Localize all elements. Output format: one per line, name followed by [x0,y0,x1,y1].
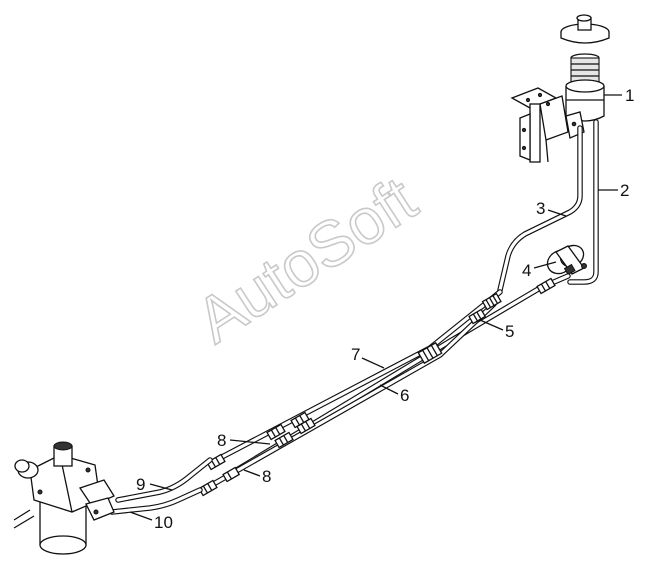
mounting-bracket [510,87,569,163]
callout-8-lower: 8 [262,467,271,486]
couplings-8 [198,277,556,497]
watermark-text: AutoSoft [183,163,428,357]
callout-3: 3 [536,199,545,218]
callout-4: 4 [522,261,531,280]
callout-1: 1 [625,86,634,105]
callout-6: 6 [400,386,409,405]
callout-5: 5 [505,322,514,341]
filter-reservoir [560,14,610,139]
callout-2: 2 [620,181,629,200]
callout-7: 7 [351,345,360,364]
pipe-5 [227,273,571,477]
callout-9: 9 [136,475,145,494]
callout-10: 10 [154,513,173,532]
hose-3 [497,125,583,293]
hose-2 [567,119,599,285]
hydraulic-pump [546,244,587,276]
hose-10 [109,487,203,515]
steering-gear [13,441,115,555]
hose-9 [115,457,213,503]
leader-lines [129,94,622,521]
callout-8-upper: 8 [217,431,226,450]
